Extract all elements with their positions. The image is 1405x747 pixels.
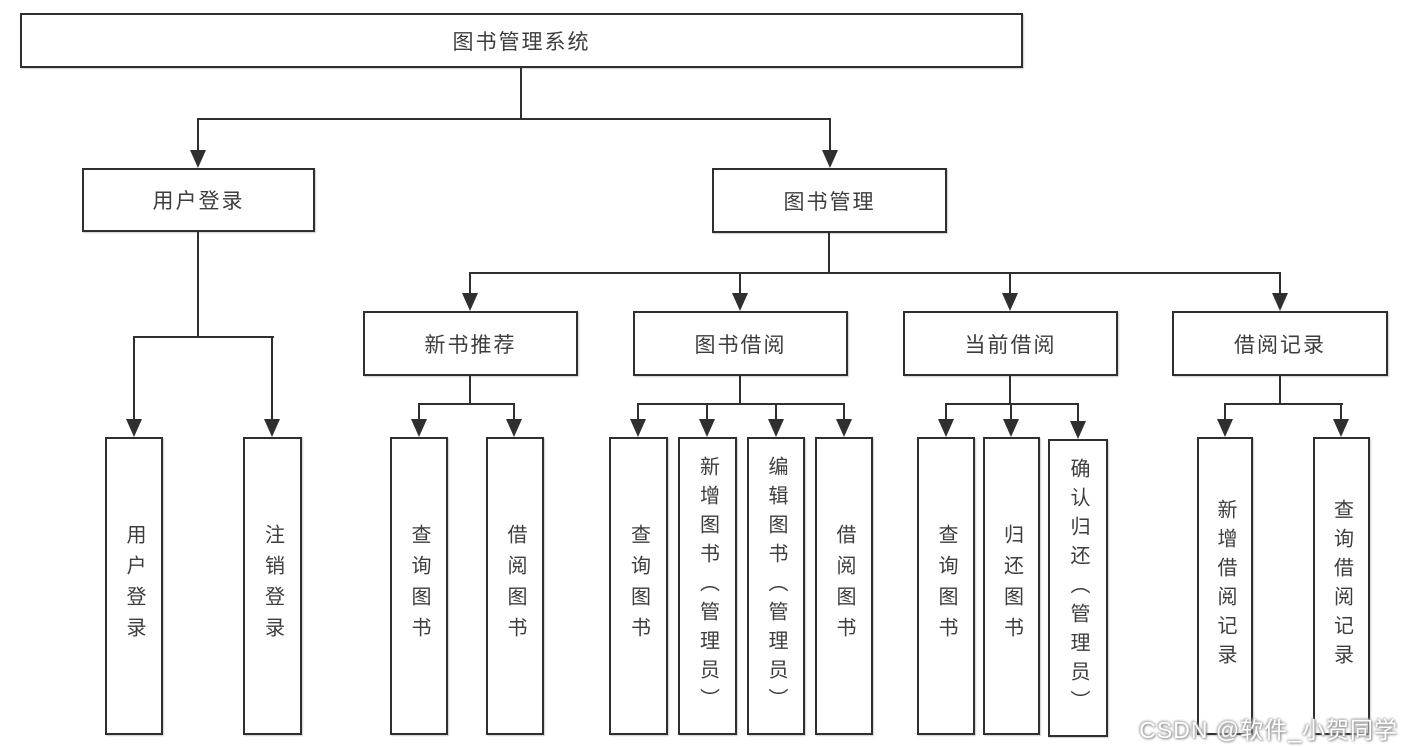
arrowhead-down-icon — [190, 150, 206, 168]
connector-line — [706, 403, 708, 421]
connector-line — [1340, 403, 1342, 421]
arrowhead-down-icon — [1217, 419, 1233, 437]
arrowhead-down-icon — [462, 293, 478, 311]
node-leaf-edit-books-admin-label: 编辑图书（管理员） — [765, 455, 787, 717]
node-current-borrowing: 当前借阅 — [903, 311, 1118, 376]
connector-line — [945, 403, 947, 421]
connector-line — [1077, 403, 1079, 421]
node-borrowing-records-label: 借阅记录 — [1234, 333, 1326, 357]
node-leaf-query-books-3-label: 查询图书 — [935, 524, 957, 648]
arrowhead-down-icon — [1333, 419, 1349, 437]
node-leaf-add-borrow-record-label: 新增借阅记录 — [1214, 499, 1236, 673]
connector-line — [1010, 403, 1012, 421]
node-leaf-query-books-2: 查询图书 — [609, 437, 668, 735]
csdn-watermark: CSDN @软件_小贺同学 — [1139, 717, 1398, 743]
connector-line — [637, 403, 845, 405]
connector-line — [197, 232, 199, 336]
node-leaf-confirm-return-admin: 确认归还（管理员） — [1048, 439, 1108, 737]
node-leaf-edit-books-admin: 编辑图书（管理员） — [747, 437, 805, 735]
node-leaf-borrow-books-1-label: 借阅图书 — [504, 524, 526, 648]
connector-line — [133, 336, 135, 421]
connector-line — [513, 403, 515, 421]
arrowhead-down-icon — [630, 419, 646, 437]
arrowhead-down-icon — [1002, 293, 1018, 311]
connector-line — [469, 272, 1281, 274]
node-current-borrowing-label: 当前借阅 — [964, 333, 1057, 357]
node-leaf-user-login: 用户登录 — [105, 437, 163, 735]
connector-line — [469, 376, 471, 403]
node-leaf-query-borrow-record: 查询借阅记录 — [1313, 437, 1370, 735]
connector-line — [945, 403, 1079, 405]
node-user-login-label: 用户登录 — [152, 190, 245, 213]
arrowhead-down-icon — [768, 419, 784, 437]
connector-line — [1009, 272, 1011, 295]
node-leaf-add-books-admin-label: 新增图书（管理员） — [696, 455, 719, 717]
node-book-borrowing-label: 图书借阅 — [694, 333, 787, 357]
arrowhead-down-icon — [506, 419, 522, 437]
node-book-borrowing: 图书借阅 — [633, 311, 848, 376]
arrowhead-down-icon — [126, 419, 142, 437]
node-new-book-recommendation-label: 新书推荐 — [424, 333, 517, 357]
arrowhead-down-icon — [1070, 421, 1086, 439]
arrowhead-down-icon — [1272, 293, 1288, 311]
connector-line — [418, 403, 420, 421]
node-leaf-query-books-1: 查询图书 — [390, 437, 448, 735]
arrowhead-down-icon — [836, 419, 852, 437]
node-book-management: 图书管理 — [712, 168, 947, 233]
connector-line — [739, 376, 741, 403]
node-leaf-logout-label: 注销登录 — [261, 524, 284, 648]
arrowhead-down-icon — [699, 419, 715, 437]
node-library-system: 图书管理系统 — [20, 13, 1023, 68]
connector-line — [843, 403, 845, 421]
connector-line — [1009, 376, 1011, 403]
connector-line — [637, 403, 639, 421]
node-leaf-borrow-books-2: 借阅图书 — [815, 437, 873, 735]
arrowhead-down-icon — [732, 293, 748, 311]
connector-line — [271, 336, 273, 421]
arrowhead-down-icon — [938, 419, 954, 437]
node-new-book-recommendation: 新书推荐 — [363, 311, 578, 376]
connector-line — [133, 336, 274, 338]
node-leaf-borrow-books-2-label: 借阅图书 — [833, 524, 855, 648]
node-leaf-query-books-2-label: 查询图书 — [627, 524, 650, 648]
arrowhead-down-icon — [1003, 419, 1019, 437]
node-library-system-label: 图书管理系统 — [452, 30, 591, 54]
connector-line — [197, 118, 199, 152]
node-leaf-query-borrow-record-label: 查询借阅记录 — [1330, 499, 1353, 673]
node-leaf-return-books-label: 归还图书 — [1000, 524, 1023, 648]
node-leaf-query-books-3: 查询图书 — [917, 437, 975, 735]
connector-line — [828, 233, 830, 272]
connector-line — [739, 272, 741, 295]
connector-line — [829, 118, 831, 152]
connector-line — [197, 118, 831, 120]
connector-line — [520, 68, 522, 118]
node-leaf-user-login-label: 用户登录 — [123, 524, 145, 648]
connector-line — [1224, 403, 1343, 405]
node-leaf-logout: 注销登录 — [243, 437, 302, 735]
arrowhead-down-icon — [411, 419, 427, 437]
connector-line — [1279, 376, 1281, 403]
connector-line — [775, 403, 777, 421]
node-leaf-return-books: 归还图书 — [983, 437, 1040, 735]
connector-line — [1279, 272, 1281, 295]
node-user-login: 用户登录 — [82, 168, 315, 232]
arrowhead-down-icon — [264, 419, 280, 437]
node-leaf-confirm-return-admin-label: 确认归还（管理员） — [1067, 457, 1089, 719]
node-leaf-add-borrow-record: 新增借阅记录 — [1197, 437, 1253, 735]
node-leaf-borrow-books-1: 借阅图书 — [486, 437, 544, 735]
node-leaf-query-books-1-label: 查询图书 — [408, 524, 430, 648]
arrowhead-down-icon — [822, 150, 838, 168]
node-book-management-label: 图书管理 — [783, 190, 876, 214]
node-borrowing-records: 借阅记录 — [1172, 311, 1388, 376]
connector-line — [469, 272, 471, 295]
connector-line — [1224, 403, 1226, 421]
node-leaf-add-books-admin: 新增图书（管理员） — [678, 437, 737, 735]
connector-line — [418, 403, 515, 405]
